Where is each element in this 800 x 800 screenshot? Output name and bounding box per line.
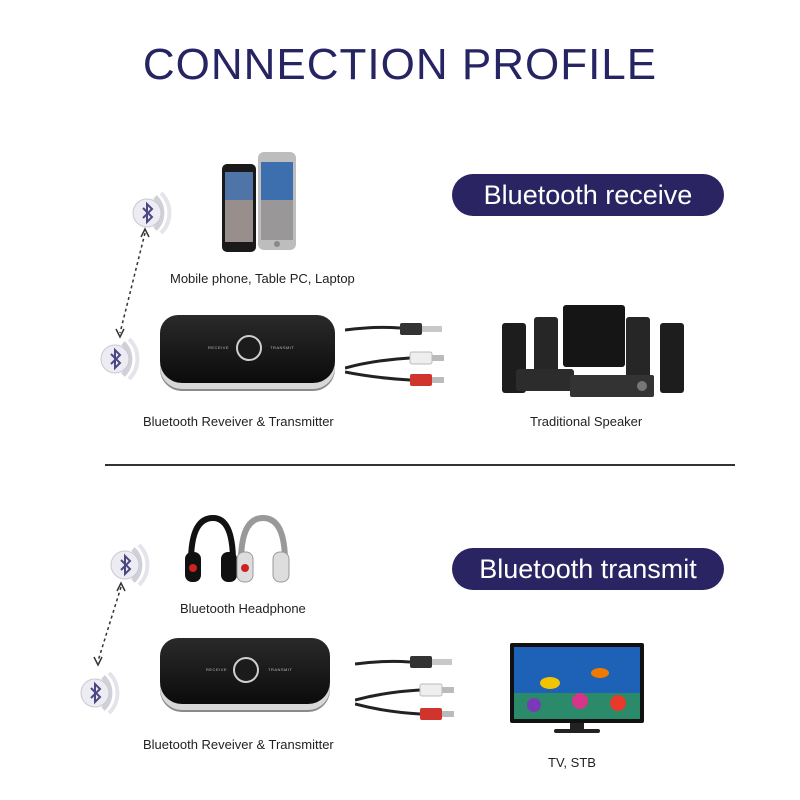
bluetooth-receive-pill: Bluetooth receive [452, 174, 724, 216]
source-caption: Mobile phone, Table PC, Laptop [170, 271, 355, 286]
source-caption: Bluetooth Headphone [180, 601, 306, 616]
bluetooth-icon [80, 671, 120, 715]
headphone-icon [185, 514, 290, 583]
transmit-bluetooth-link [80, 543, 150, 715]
output-caption: TV, STB [548, 755, 596, 770]
device-caption: Bluetooth Reveiver & Transmitter [143, 414, 334, 429]
bluetooth-icon [100, 337, 140, 381]
output-caption: Traditional Speaker [530, 414, 643, 429]
bluetooth-transmit-pill: Bluetooth transmit [452, 548, 724, 590]
receive-bluetooth-link [100, 191, 172, 381]
page-title: CONNECTION PROFILE [142, 40, 658, 89]
speaker-icon [502, 305, 684, 397]
receiver-transmitter-device: RECEIVE TRANSMIT [160, 638, 330, 704]
power-button [236, 335, 262, 361]
receiver-transmitter-device: RECEIVE TRANSMIT [160, 315, 335, 383]
audio-cable-icon [345, 323, 444, 386]
audio-cable-icon [355, 656, 454, 720]
tv-icon [510, 643, 644, 733]
power-button [233, 657, 259, 683]
phone-icon [222, 152, 296, 252]
bluetooth-icon [132, 191, 172, 235]
section-divider [105, 464, 735, 466]
device-caption: Bluetooth Reveiver & Transmitter [143, 737, 334, 752]
bluetooth-icon [110, 543, 150, 587]
